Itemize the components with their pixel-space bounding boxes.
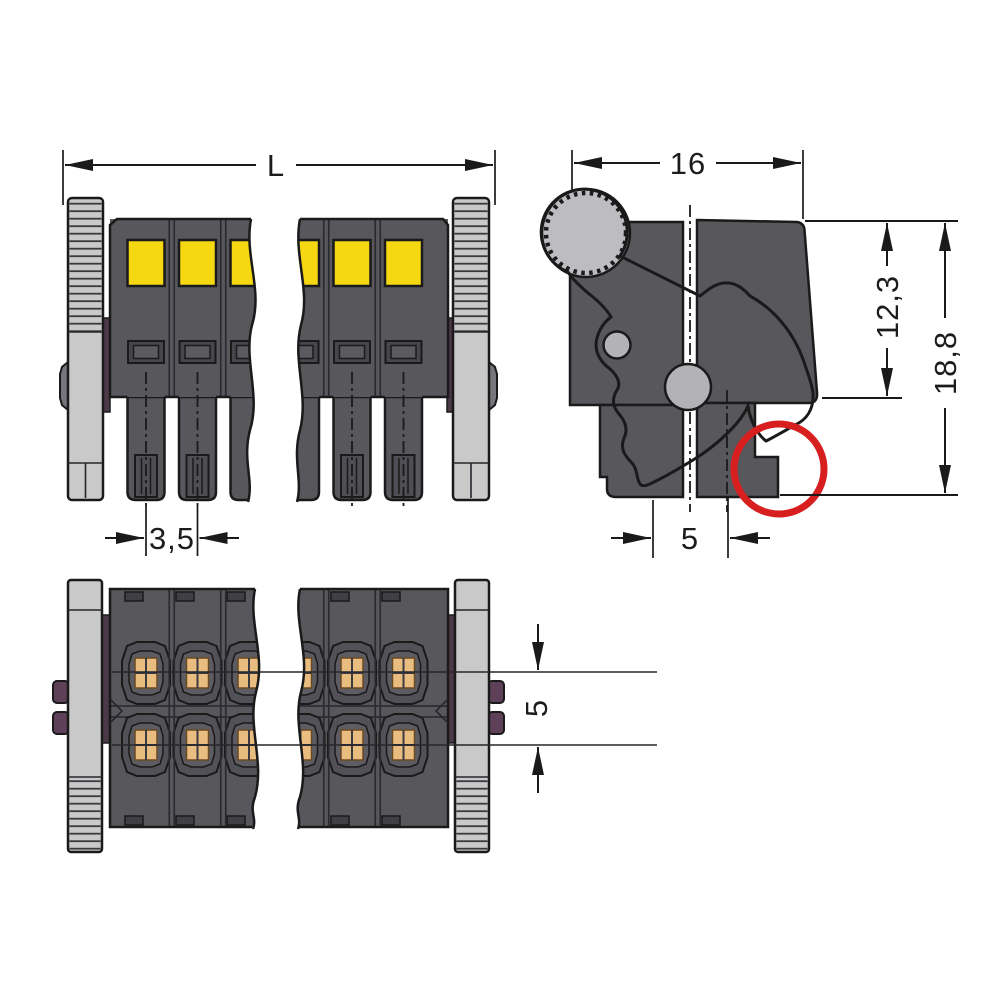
- front-pitch-dimension: 3,5: [105, 505, 239, 556]
- knurled-grip: [454, 200, 488, 332]
- mounting-tabs-left: [52, 680, 70, 735]
- dim-label-row-spacing: 5: [519, 699, 554, 717]
- housing-top-left: [110, 588, 260, 828]
- latch: [175, 815, 195, 826]
- housing-outline: [300, 217, 450, 399]
- dim-label-width: 16: [670, 146, 706, 181]
- locking-lever: [539, 187, 815, 488]
- dim-label-overall-length: L: [267, 148, 285, 183]
- strain-relief-plate-right: [446, 578, 505, 854]
- break-line: [245, 218, 257, 503]
- push-buttons: [126, 238, 256, 288]
- side-width-dimension: 16: [571, 146, 804, 219]
- test-slot: [384, 340, 423, 364]
- side-height-dimensions: 12,3 18,8: [780, 220, 963, 496]
- top-view: 5: [52, 578, 657, 854]
- strain-relief-plate-right: [446, 196, 498, 502]
- side-view: 16 12,3: [539, 146, 963, 558]
- dim-label-upper-height: 12,3: [870, 275, 905, 339]
- latch: [330, 815, 350, 826]
- latch: [381, 591, 401, 602]
- knurled-grip: [69, 779, 101, 850]
- latch: [124, 815, 144, 826]
- housing-outline: [108, 587, 255, 829]
- test-slot: [178, 340, 217, 364]
- lever-pivot-main: [663, 362, 713, 412]
- knurled-grip: [69, 200, 102, 332]
- lever-pivot-small: [602, 330, 632, 360]
- dim-label-row-pitch: 5: [681, 521, 699, 556]
- latch: [124, 591, 144, 602]
- break-line: [251, 588, 261, 830]
- housing-body: [297, 589, 448, 827]
- housing-base-left: [598, 403, 685, 499]
- latch: [226, 591, 246, 602]
- latch: [226, 815, 246, 826]
- test-slot: [296, 340, 320, 364]
- test-slot: [127, 340, 165, 364]
- top-row-spacing-dimension: 5: [112, 624, 657, 793]
- strain-relief-plate-left: [52, 578, 111, 854]
- latch: [175, 591, 195, 602]
- housing-top-right: [297, 588, 448, 828]
- dim-label-pole-pitch: 3,5: [149, 521, 195, 556]
- housing-front-right: [296, 218, 448, 510]
- funnel-notch: [109, 698, 124, 724]
- strain-relief-plate-left: [59, 196, 111, 502]
- front-length-dimension: L: [62, 148, 496, 205]
- front-view: L: [59, 148, 498, 556]
- latch: [330, 591, 350, 602]
- knurled-grip: [456, 779, 488, 850]
- housing-block-right: [695, 218, 819, 405]
- lever-arm: [539, 187, 815, 488]
- housing-body: [110, 589, 260, 827]
- housing-front-left: [110, 218, 256, 510]
- funnel-notch: [434, 698, 449, 724]
- test-slot: [333, 340, 371, 364]
- side-pitch-dimension: 5: [611, 497, 770, 558]
- highlight-circle: [730, 420, 828, 518]
- housing-outline: [108, 217, 251, 399]
- break-line: [296, 588, 306, 830]
- mounting-tabs-right: [487, 680, 505, 735]
- housing-outline: [298, 587, 450, 829]
- dim-label-total-height: 18,8: [928, 331, 963, 395]
- break-line: [295, 218, 306, 503]
- latch: [381, 815, 401, 826]
